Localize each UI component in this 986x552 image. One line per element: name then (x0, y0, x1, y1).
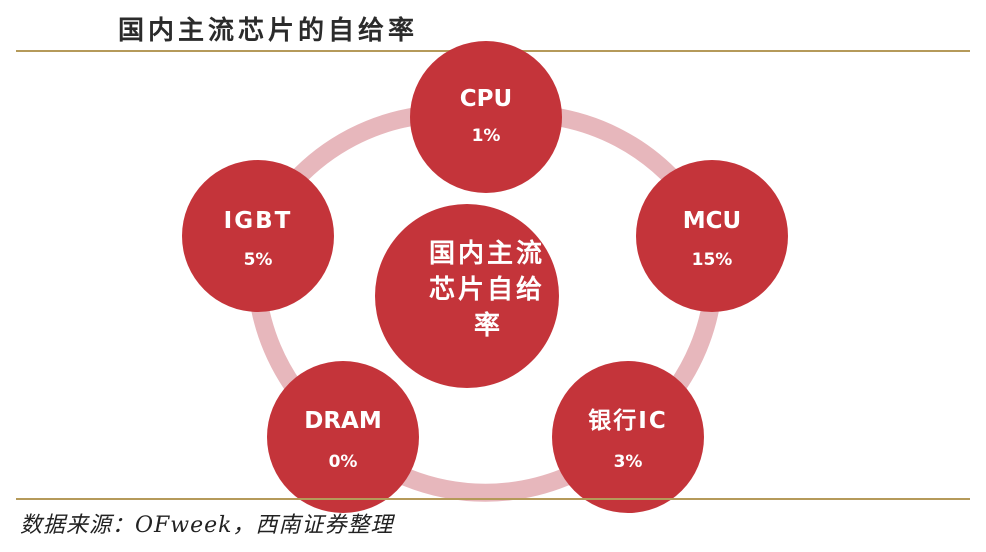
node-value-bank-ic: 3% (614, 452, 643, 472)
node-cpu: CPU 1% (410, 41, 562, 193)
node-mcu: MCU 15% (636, 160, 788, 312)
center-circle (375, 204, 559, 388)
node-value-cpu: 1% (472, 126, 501, 146)
node-name-dram: DRAM (304, 408, 382, 434)
node-circle-mcu (636, 160, 788, 312)
node-circle-cpu (410, 41, 562, 193)
node-bank-ic: 银行IC 3% (552, 361, 704, 513)
node-value-mcu: 15% (692, 250, 733, 270)
node-name-igbt: IGBT (224, 208, 293, 234)
node-igbt: IGBT 5% (182, 160, 334, 312)
source-note: 数据来源：OFweek，西南证券整理 (20, 513, 394, 538)
node-dram: DRAM 0% (267, 361, 419, 513)
center-label-line-1: 国内主流 (429, 239, 545, 269)
bottom-divider (16, 498, 970, 500)
node-circle-igbt (182, 160, 334, 312)
node-value-igbt: 5% (244, 250, 273, 270)
node-name-bank-ic: 银行IC (588, 407, 667, 434)
node-value-dram: 0% (329, 452, 358, 472)
node-circle-bank-ic (552, 361, 704, 513)
center-label-line-2: 芯片自给 (429, 274, 545, 305)
node-name-mcu: MCU (683, 208, 741, 234)
node-circle-dram (267, 361, 419, 513)
center-node: 国内主流 芯片自给 率 (375, 204, 559, 388)
node-name-cpu: CPU (460, 86, 512, 112)
center-label-line-3: 率 (474, 310, 500, 341)
page-title: 国内主流芯片的自给率 (118, 16, 419, 46)
